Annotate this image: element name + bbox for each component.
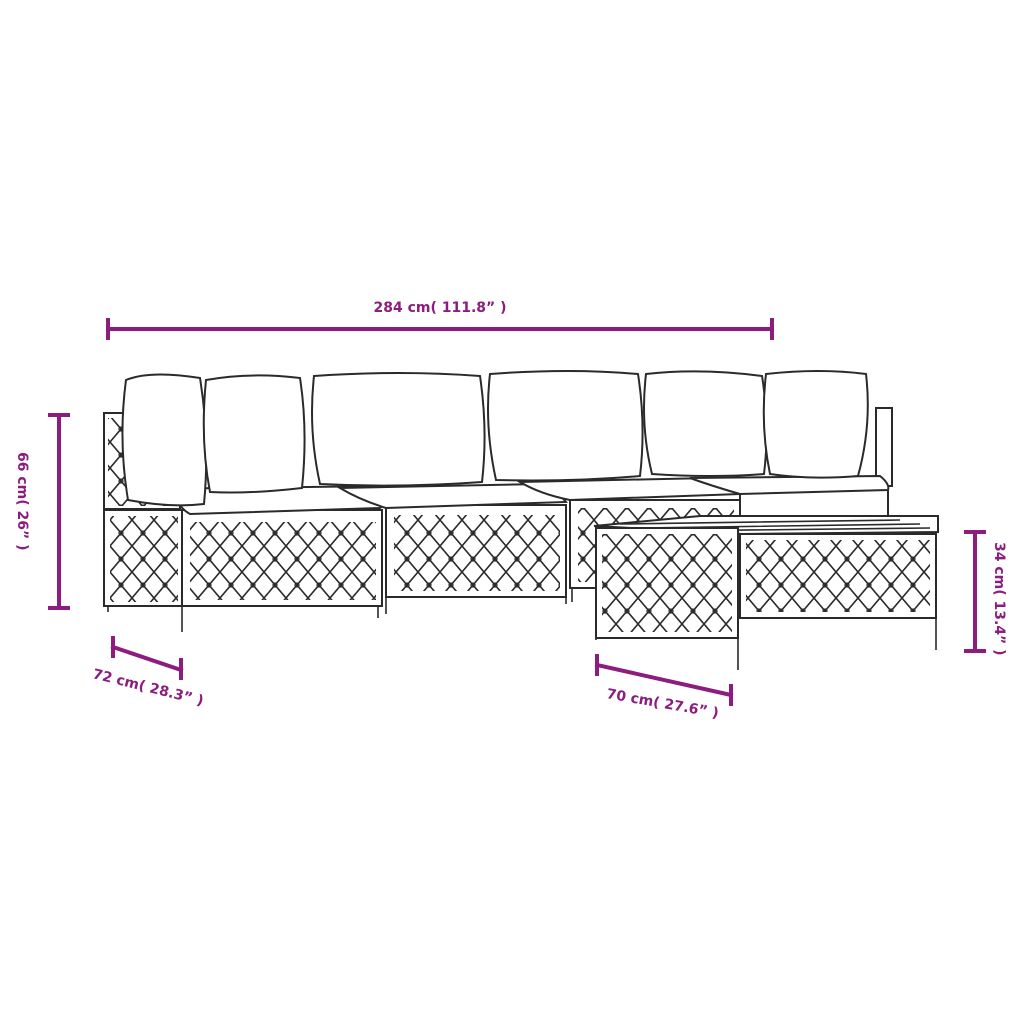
dimension-total-width: 284 cm( 111.8” ) (106, 300, 774, 340)
back-cushion (202, 374, 306, 494)
coffee-table (593, 515, 939, 670)
dimension-table-height: 34 cm( 13.4” ) (964, 530, 1007, 656)
table-height-label: 34 cm( 13.4” ) (991, 542, 1007, 656)
height-label: 66 cm( 26” ) (14, 452, 30, 550)
back-cushion (121, 373, 208, 507)
back-cushion (643, 370, 768, 477)
seat-cushion (689, 474, 890, 496)
depth-label: 72 cm( 28.3” ) (91, 666, 205, 709)
table-depth-label: 70 cm( 27.6” ) (605, 686, 720, 721)
right-armrest (875, 407, 893, 487)
back-cushion (487, 370, 644, 482)
dimension-table-depth: 70 cm( 27.6” ) (594, 654, 734, 722)
total-width-label: 284 cm( 111.8” ) (373, 300, 506, 316)
back-cushion (762, 370, 869, 479)
back-cushion (311, 372, 486, 487)
dimension-height: 66 cm( 26” ) (14, 413, 70, 610)
dimension-depth: 72 cm( 28.3” ) (91, 636, 205, 709)
